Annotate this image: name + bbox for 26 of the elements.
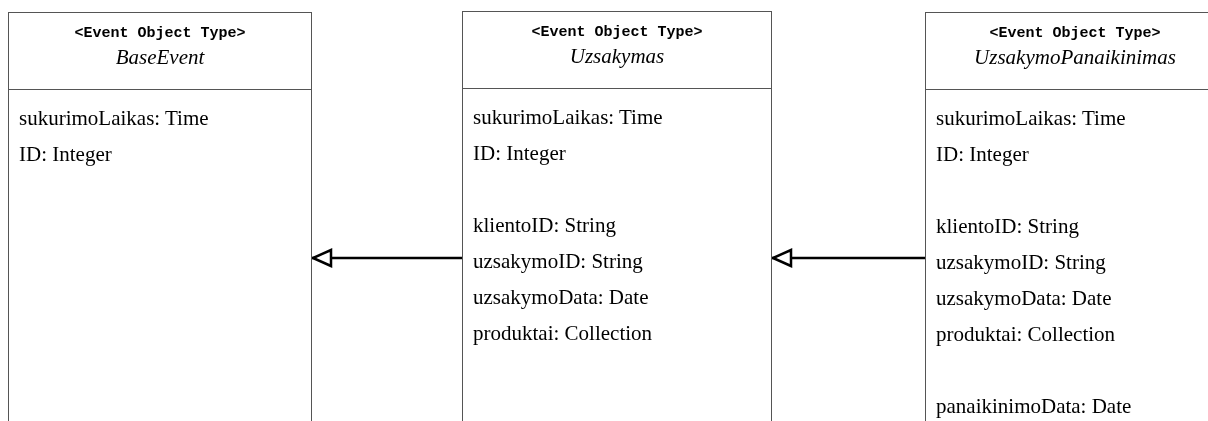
attribute-text: produktai: Collection — [936, 321, 1116, 347]
class-box — [8, 12, 312, 421]
attribute-text: sukurimoLaikas: Time — [473, 104, 663, 130]
class-name: Uzsakymas — [569, 44, 665, 69]
attribute-text: uzsakymoID: String — [936, 249, 1106, 275]
class-box — [462, 11, 772, 421]
stereotype-label: <Event Object Type> — [74, 25, 246, 42]
attribute-text: klientoID: String — [936, 213, 1079, 239]
attribute-text: ID: Integer — [936, 141, 1029, 167]
class-box — [925, 12, 1208, 421]
generalization-arrow — [771, 248, 925, 268]
attribute-text: klientoID: String — [473, 212, 616, 238]
attribute-text: produktai: Collection — [473, 320, 653, 346]
attribute-text: sukurimoLaikas: Time — [936, 105, 1126, 131]
class-name: UzsakymoPanaikinimas — [974, 45, 1176, 70]
attribute-text: panaikinimoData: Date — [936, 393, 1132, 419]
generalization-arrow — [311, 248, 462, 268]
attribute-text: ID: Integer — [19, 141, 112, 167]
stereotype-label: <Event Object Type> — [989, 25, 1161, 42]
attribute-text: uzsakymoData: Date — [936, 285, 1112, 311]
attribute-text: uzsakymoID: String — [473, 248, 643, 274]
attribute-text: uzsakymoData: Date — [473, 284, 649, 310]
stereotype-label: <Event Object Type> — [531, 24, 703, 41]
attribute-text: ID: Integer — [473, 140, 566, 166]
class-name: BaseEvent — [115, 45, 205, 70]
attribute-text: sukurimoLaikas: Time — [19, 105, 209, 131]
